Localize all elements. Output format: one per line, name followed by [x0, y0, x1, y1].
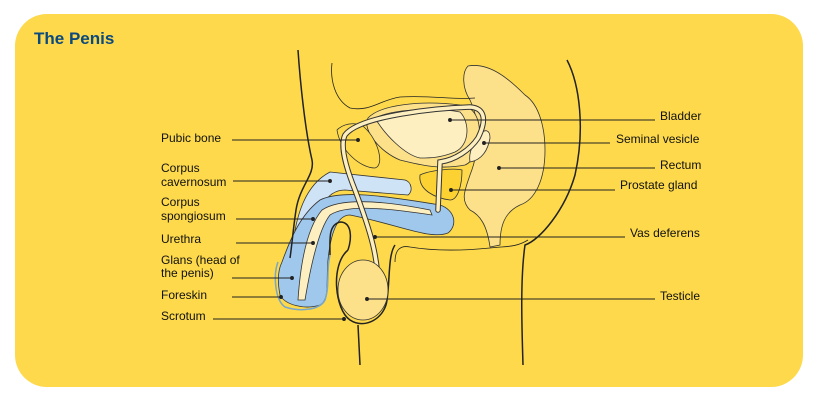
- label-corpus-spongiosum-1: Corpus: [161, 195, 200, 209]
- label-vas-deferens: Vas deferens: [630, 226, 700, 240]
- label-seminal-vesicle: Seminal vesicle: [616, 132, 700, 146]
- testicle: [337, 259, 389, 321]
- label-corpus-spongiosum-2: spongiosum: [161, 209, 226, 223]
- label-glans-2: the penis): [161, 266, 214, 280]
- label-rectum: Rectum: [660, 158, 702, 172]
- label-bladder: Bladder: [660, 109, 702, 123]
- leader-lines: [213, 118, 655, 321]
- foreskin: [274, 254, 331, 311]
- label-urethra: Urethra: [161, 232, 202, 246]
- scrotum-outline: [335, 244, 396, 325]
- body-outline-front: [289, 49, 314, 259]
- label-prostate-gland: Prostate gland: [620, 178, 698, 192]
- thigh-line: [357, 324, 361, 366]
- label-corpus-cavernosum-1: Corpus: [161, 161, 200, 175]
- label-scrotum: Scrotum: [161, 309, 206, 323]
- body-outline-perineum: [394, 239, 529, 263]
- urethra: [297, 201, 433, 301]
- diagram-title: The Penis: [34, 29, 115, 48]
- label-testicle: Testicle: [660, 289, 701, 303]
- label-pubic-bone: Pubic bone: [161, 131, 222, 145]
- label-glans-1: Glans (head of: [161, 253, 240, 267]
- label-corpus-cavernosum-2: cavernosum: [161, 175, 227, 189]
- body-outline-abdomen: [331, 62, 476, 110]
- label-foreskin: Foreskin: [161, 288, 208, 302]
- body-outline-back: [521, 59, 582, 366]
